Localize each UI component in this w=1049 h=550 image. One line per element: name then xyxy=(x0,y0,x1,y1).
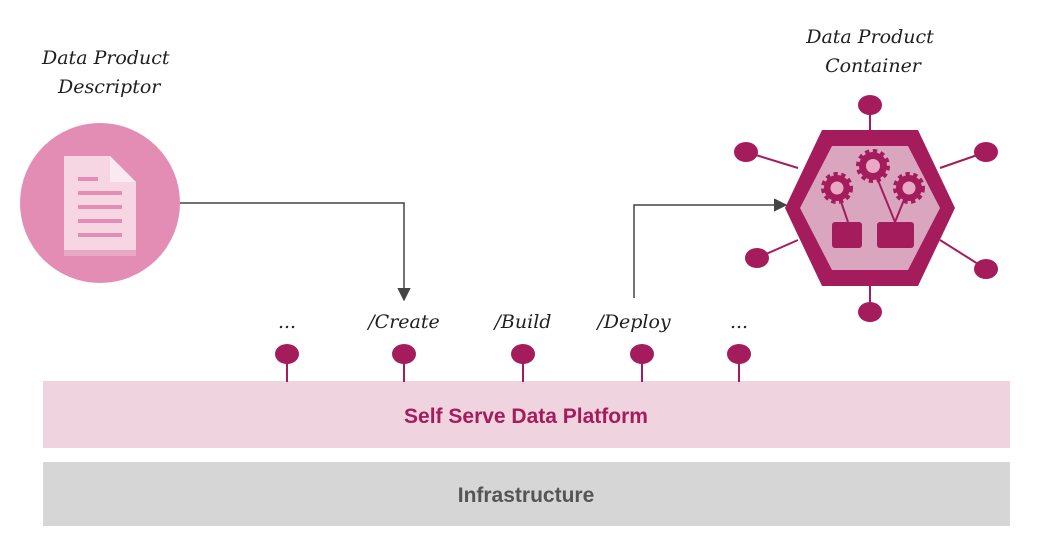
gear-icon xyxy=(893,172,925,204)
arrow-descriptor-to-create xyxy=(180,202,411,302)
endpoint-label: ... xyxy=(278,311,296,333)
container-label-line2: Container xyxy=(825,55,923,77)
endpoint-create[interactable]: /Create xyxy=(366,311,440,382)
endpoint-deploy[interactable]: /Deploy xyxy=(595,311,671,382)
component-box xyxy=(877,222,914,248)
platform-label: Self Serve Data Platform xyxy=(404,405,648,428)
container-label-line1: Data Product xyxy=(805,26,934,48)
document-icon xyxy=(64,156,136,256)
infrastructure-label: Infrastructure xyxy=(458,484,595,507)
endpoint-ellipsis-left[interactable]: ... xyxy=(275,311,299,382)
descriptor-label-line2: Descriptor xyxy=(57,76,162,98)
endpoint-label: /Build xyxy=(493,311,552,333)
arrow-deploy-to-container xyxy=(633,198,788,298)
infrastructure-band: Infrastructure xyxy=(43,462,1010,526)
component-box xyxy=(832,222,862,248)
endpoint-build[interactable]: /Build xyxy=(493,311,552,382)
port-dots xyxy=(734,95,998,322)
container-icon[interactable] xyxy=(734,95,998,322)
container-label: Data Product Container xyxy=(805,26,934,77)
gear-icon xyxy=(821,172,853,204)
descriptor-label-line1: Data Product xyxy=(41,47,170,69)
gear-icon xyxy=(856,149,890,183)
endpoint-ellipsis-right[interactable]: ... xyxy=(727,311,751,382)
endpoint-label: ... xyxy=(730,311,748,333)
endpoint-label: /Create xyxy=(366,311,439,333)
descriptor-label: Data Product Descriptor xyxy=(41,47,170,98)
descriptor-icon[interactable] xyxy=(20,123,180,283)
platform-band: Self Serve Data Platform xyxy=(43,381,1010,448)
endpoint-label: /Deploy xyxy=(595,311,671,333)
